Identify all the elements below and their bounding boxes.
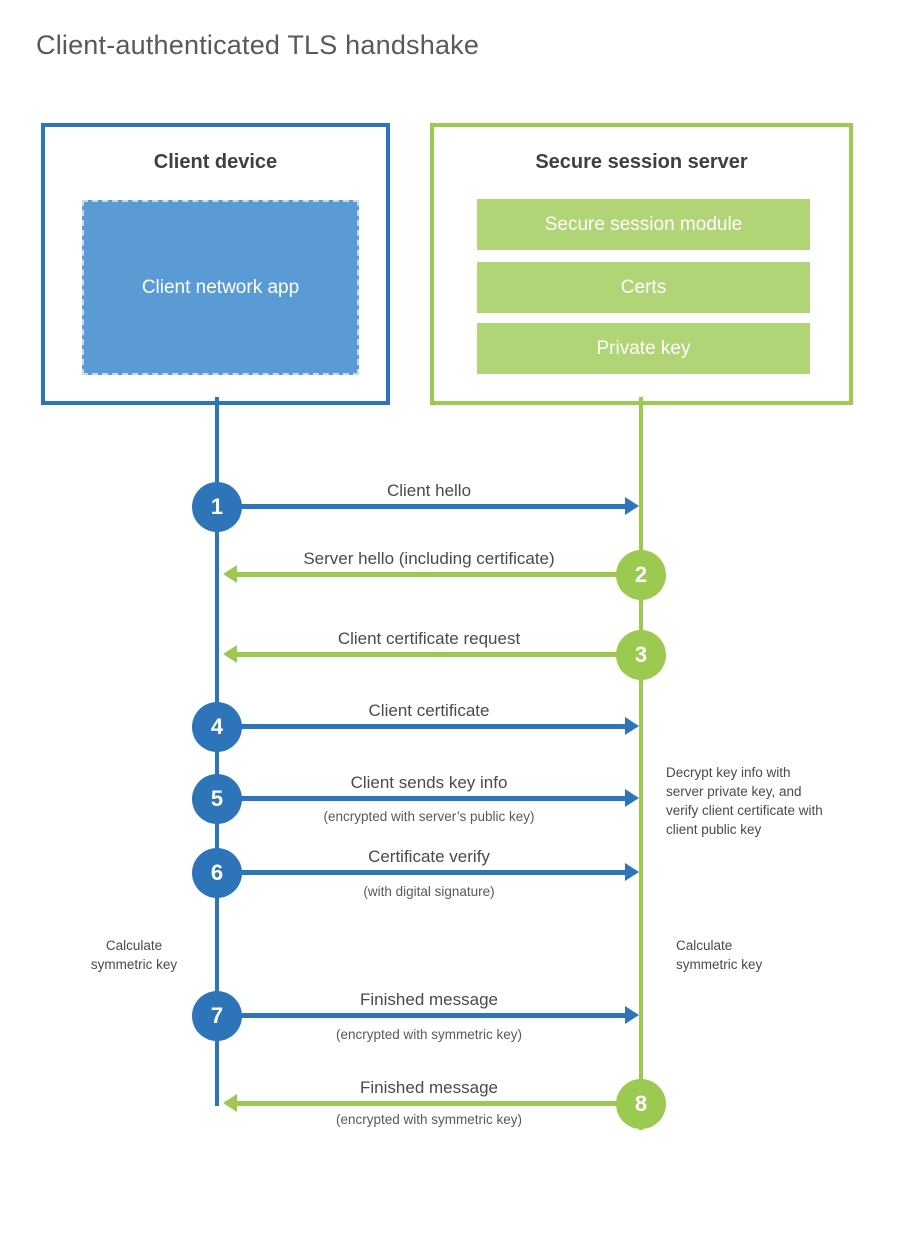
step-2-label: Server hello (including certificate): [303, 549, 555, 568]
secure-session-server-box: Secure session server Secure session mod…: [430, 123, 853, 405]
step-2-circle: 2: [616, 550, 666, 600]
step-1-circle: 1: [192, 482, 242, 532]
step-8-arrow-left-icon: [223, 1094, 628, 1112]
step-7-label: Finished message: [360, 990, 498, 1009]
client-device-box: Client device Client network app: [41, 123, 390, 405]
client-device-title: Client device: [153, 151, 278, 173]
step-8-label: Finished message: [360, 1078, 498, 1097]
step-3-circle: 3: [616, 630, 666, 680]
step-6-label: Certificate verify: [368, 847, 490, 866]
step-3-label: Client certificate request: [337, 629, 521, 648]
step-4-arrow-right-icon: [230, 717, 639, 735]
decrypt-key-note: Decrypt key info with server private key…: [666, 765, 823, 837]
server-lifeline: [639, 397, 643, 1130]
step-8-sublabel: (encrypted with symmetric key): [335, 1112, 523, 1127]
step-5-circle: 5: [192, 774, 242, 824]
step-6-arrow-right-icon: [230, 863, 639, 881]
calculate-symmetric-key-note-client: Calculate symmetric key: [90, 938, 178, 972]
secure-session-module-bar: Secure session module: [477, 199, 810, 250]
step-2-arrow-left-icon: [223, 565, 628, 583]
step-6-sublabel: (with digital signature): [363, 884, 495, 899]
step-6-circle: 6: [192, 848, 242, 898]
private-key-bar: Private key: [477, 323, 810, 374]
client-network-app-box: Client network app: [82, 200, 359, 375]
certs-bar: Certs: [477, 262, 810, 313]
page-title: Client-authenticated TLS handshake: [36, 30, 480, 60]
step-4-circle: 4: [192, 702, 242, 752]
step-7-sublabel: (encrypted with symmetric key): [335, 1027, 523, 1042]
step-1-label: Client hello: [386, 481, 472, 500]
step-1-arrow-right-icon: [230, 497, 639, 515]
step-8-circle: 8: [616, 1079, 666, 1129]
step-7-circle: 7: [192, 991, 242, 1041]
client-network-app-label: Client network app: [141, 276, 300, 298]
step-5-sublabel: (encrypted with server’s public key): [323, 809, 535, 824]
step-4-label: Client certificate: [368, 701, 490, 720]
calculate-symmetric-key-note-server: Calculate symmetric key: [676, 938, 763, 972]
step-7-arrow-right-icon: [230, 1006, 639, 1024]
step-5-arrow-right-icon: [230, 789, 639, 807]
step-5-label: Client sends key info: [350, 773, 508, 792]
step-3-arrow-left-icon: [223, 645, 628, 663]
secure-session-server-title: Secure session server: [535, 151, 748, 173]
